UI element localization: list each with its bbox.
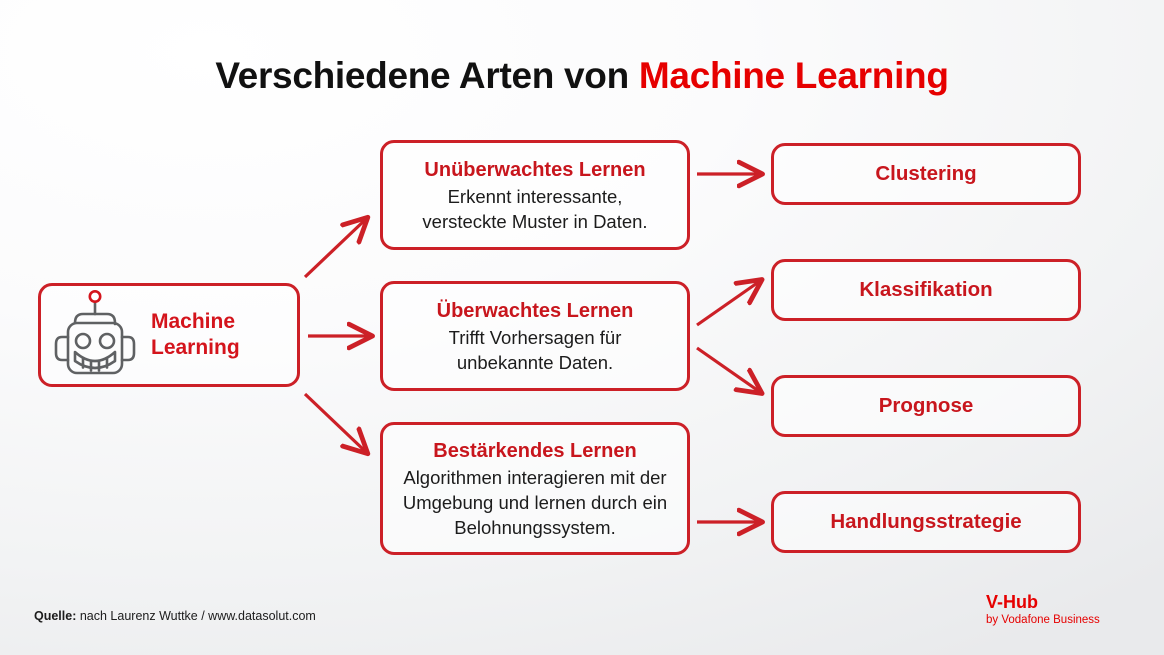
source-credit-key: Quelle: [34,609,77,623]
page-title: Verschiedene Arten von Machine Learning [0,52,1164,100]
brand-name: V-Hub [986,592,1038,612]
brand-subtitle: by Vodafone Business [986,614,1100,626]
node-unsupervised-learning-description: Erkennt interessante,versteckte Muster i… [422,185,648,232]
arrow-root-to-reinforcement [303,392,366,452]
node-clustering-label: Clustering [875,162,977,185]
node-reinforcement-learning-title: Bestärkendes Lernen [433,439,637,462]
node-reinforcement-learning[interactable]: Bestärkendes Lernen Algorithmen interagi… [380,422,690,555]
node-prognose[interactable]: Prognose [771,375,1081,437]
brand-logo: V-Hub by Vodafone Business [986,592,1136,628]
node-supervised-learning[interactable]: Überwachtes Lernen Trifft Vorhersagen fü… [380,281,690,391]
node-klassifikation[interactable]: Klassifikation [771,259,1081,321]
node-unsupervised-learning-title: Unüberwachtes Lernen [424,158,646,181]
page-title-dark: Verschiedene Arten von [215,55,639,96]
arrow-root-to-unsupervised [303,219,366,279]
page-title-highlight: Machine Learning [638,55,949,96]
node-handlungsstrategie-label: Handlungsstrategie [830,510,1022,533]
robot-icon [49,290,141,382]
arrow-supervised-to-klassifikation [696,281,760,327]
node-unsupervised-learning[interactable]: Unüberwachtes Lernen Erkennt interessant… [380,140,690,250]
node-supervised-learning-title: Überwachtes Lernen [436,299,634,322]
source-credit: Quelle: nach Laurenz Wuttke / www.dataso… [34,608,316,624]
node-klassifikation-label: Klassifikation [859,278,993,301]
node-clustering[interactable]: Clustering [771,143,1081,205]
node-handlungsstrategie[interactable]: Handlungsstrategie [771,491,1081,553]
node-prognose-label: Prognose [878,394,974,417]
source-credit-value: nach Laurenz Wuttke / www.datasolut.com [76,609,316,623]
arrow-supervised-to-prognose [696,346,760,392]
